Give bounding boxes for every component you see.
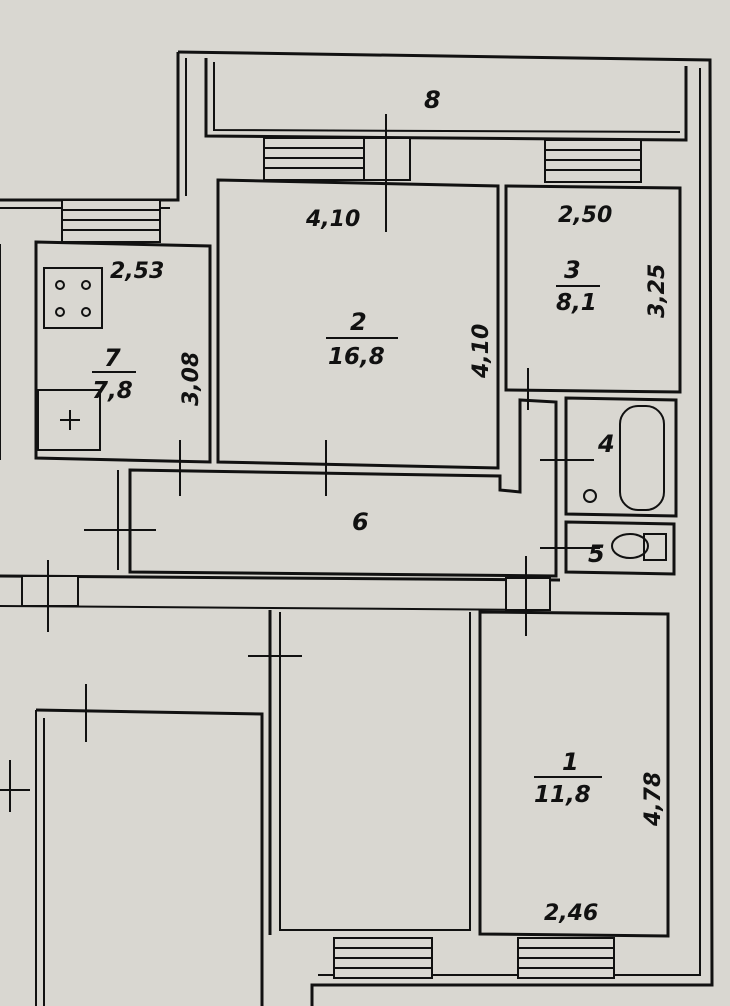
lower-rooms-walls [0,610,670,1006]
room-7-length: 3,08 [179,352,204,406]
room-1-area: 11,8 [534,782,591,808]
room-5-number: 5 [588,540,605,568]
room-2-area: 16,8 [328,344,385,370]
room-1-length: 4,78 [641,772,666,827]
toilet-icon [611,533,649,559]
room-3-width: 2,50 [558,203,612,228]
room-1-width: 2,46 [544,901,598,926]
room-2-width: 4,10 [305,207,360,232]
room-6-number: 6 [352,508,369,536]
room-3-length: 3,25 [645,264,670,318]
room-2-number: 2 [350,308,367,336]
room-4-number: 4 [597,430,615,458]
stove-icon [43,267,103,329]
room-7-number: 7 [104,344,121,372]
room-3-walls [504,184,682,410]
room-4-5-walls [540,396,678,576]
room-2-length: 4,10 [469,324,494,379]
room-3-area: 8,1 [556,290,597,316]
room-7-width: 2,53 [110,259,164,284]
labels: 8 4,10 2 16,8 4,10 2,50 3 8,1 3,25 2,53 … [92,86,670,926]
bathtub-icon [619,405,665,511]
room-1-number: 1 [562,748,579,776]
room-6-walls [84,398,558,578]
room-7-area: 7,8 [92,378,133,404]
room-3-number: 3 [564,256,581,284]
sink-icon [37,389,101,451]
room-2-walls [216,114,500,470]
middle-wall [0,556,561,636]
room-8-walls [204,58,688,142]
room-7-walls [0,240,212,464]
room-8-number: 8 [424,86,441,114]
